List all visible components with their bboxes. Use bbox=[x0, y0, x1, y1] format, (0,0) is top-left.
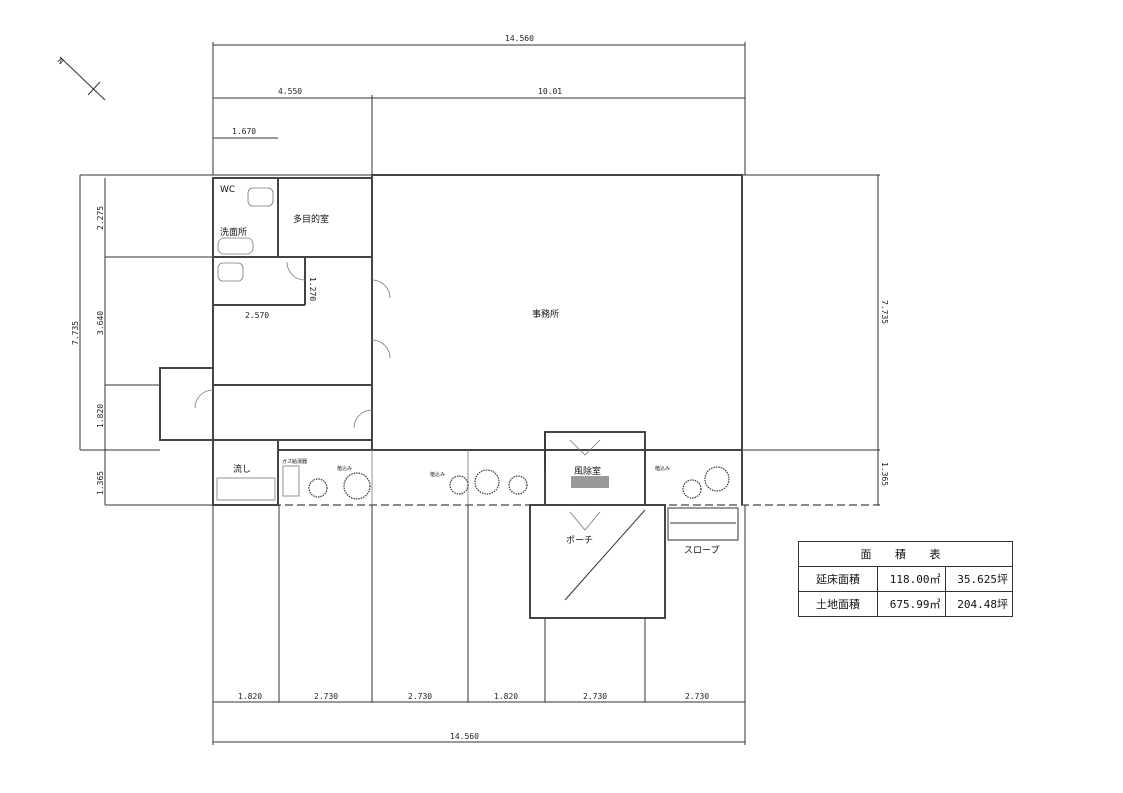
dimension-label: 1.820 bbox=[238, 692, 262, 701]
dimension-label: 2.730 bbox=[408, 692, 432, 701]
room-label: 1.270 bbox=[308, 277, 317, 301]
dimension-label: 1.365 bbox=[96, 471, 105, 495]
dimension-label: 14.560 bbox=[505, 34, 534, 43]
room-labels: WC 洗面所 多目的室 事務所 流し ガス給湯器 植込み 植込み 植込み 風除室… bbox=[220, 185, 719, 556]
planting-icon bbox=[308, 478, 328, 498]
mat-icon bbox=[571, 476, 609, 488]
room-label: 事務所 bbox=[532, 308, 559, 320]
dimension-label: 1.820 bbox=[494, 692, 518, 701]
dimension-label: 3.640 bbox=[96, 311, 105, 335]
planting-icon bbox=[682, 479, 702, 499]
north-arrow-icon: N bbox=[56, 56, 106, 101]
table-row: 土地面積 675.99㎡ 204.48坪 bbox=[798, 591, 1013, 617]
dimension-label: 1.820 bbox=[96, 404, 105, 428]
room-label: 多目的室 bbox=[293, 213, 329, 225]
room-label: スロープ bbox=[684, 545, 719, 556]
dimension-label: 10.01 bbox=[538, 87, 562, 96]
room-label: N bbox=[56, 56, 66, 66]
toilet-icon bbox=[247, 187, 274, 207]
slope-hatch bbox=[667, 507, 739, 541]
gas-heater-icon bbox=[282, 465, 300, 497]
planting-icon bbox=[343, 472, 371, 500]
dimension-label: 7.735 bbox=[71, 321, 80, 345]
planting-icon bbox=[474, 469, 500, 495]
site-lines: 7.735 2.275 3.640 1.820 1.365 7.735 1.36… bbox=[71, 174, 889, 506]
dimension-label: 7.735 bbox=[880, 300, 889, 324]
room-label: 植込み bbox=[655, 465, 670, 472]
top-dimensions: 14.560 4.550 10.01 1.670 bbox=[212, 34, 746, 175]
dimension-label: 14.560 bbox=[450, 732, 479, 741]
sink-icon bbox=[216, 477, 276, 501]
washbasin-icon bbox=[217, 237, 254, 255]
dimension-label: 4.550 bbox=[278, 87, 302, 96]
room-label: 2.570 bbox=[245, 311, 269, 320]
dimension-label: 2.730 bbox=[685, 692, 709, 701]
room-label: 植込み bbox=[337, 465, 352, 472]
planting-icon bbox=[704, 466, 730, 492]
room-label: ガス給湯器 bbox=[282, 458, 307, 465]
toilet-icon bbox=[217, 262, 244, 282]
room-label: 植込み bbox=[430, 471, 445, 478]
planting-icon bbox=[449, 475, 469, 495]
room-label: ポーチ bbox=[566, 535, 593, 546]
room-label: 洗面所 bbox=[220, 226, 247, 238]
building-walls bbox=[159, 174, 743, 619]
table-row: 延床面積 118.00㎡ 35.625坪 bbox=[798, 566, 1013, 592]
room-label: WC bbox=[220, 185, 235, 195]
dimension-label: 2.730 bbox=[583, 692, 607, 701]
dimension-label: 2.730 bbox=[314, 692, 338, 701]
dimension-label: 1.670 bbox=[232, 127, 256, 136]
area-table: 面 積 表 延床面積 118.00㎡ 35.625坪 土地面積 675.99㎡ … bbox=[798, 541, 1013, 617]
dimension-label: 1.365 bbox=[880, 462, 889, 486]
room-label: 風除室 bbox=[574, 465, 601, 477]
planting-icon bbox=[508, 475, 528, 495]
bottom-dimensions: 1.820 2.730 2.730 1.820 2.730 2.730 14.5… bbox=[212, 505, 746, 745]
area-table-title: 面 積 表 bbox=[798, 541, 1013, 567]
dimension-label: 2.275 bbox=[96, 206, 105, 230]
room-label: 流し bbox=[233, 463, 251, 475]
